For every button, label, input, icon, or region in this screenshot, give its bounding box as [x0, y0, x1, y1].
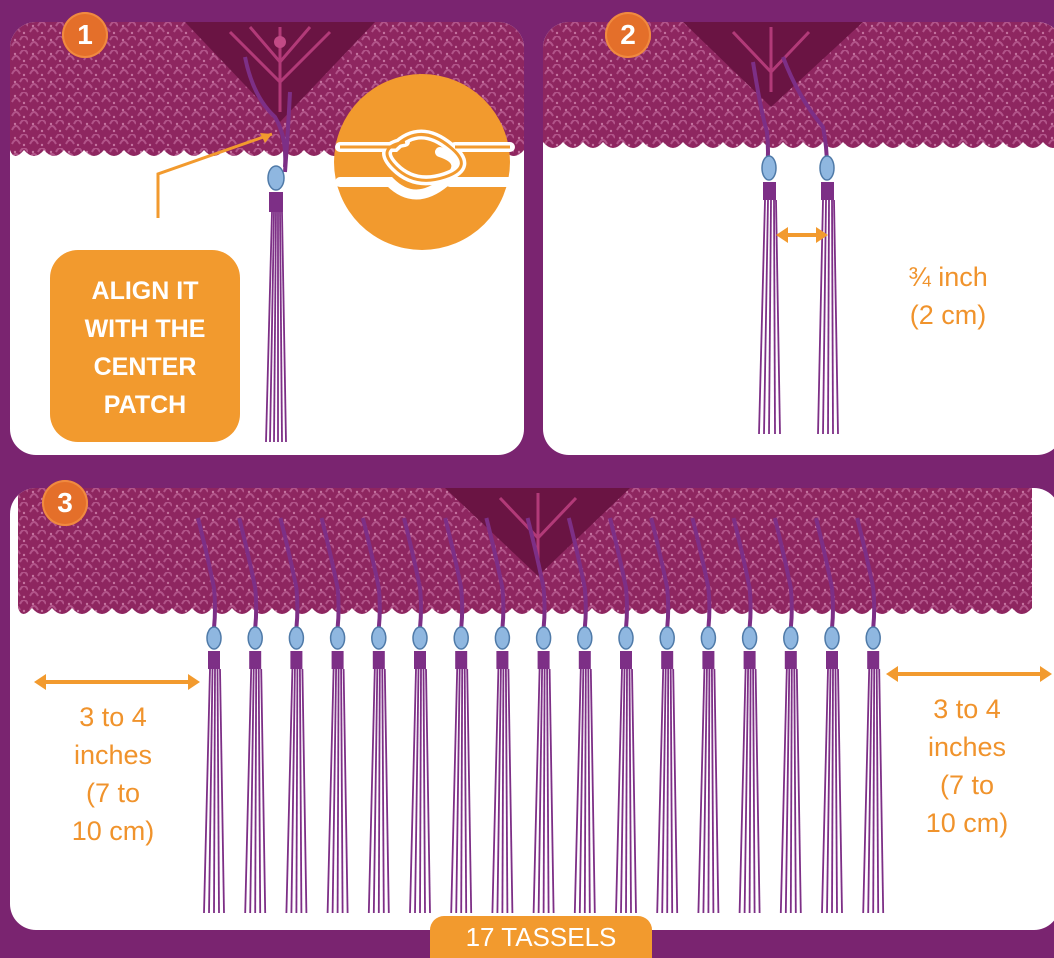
left-measure-line: (7 to	[48, 774, 178, 812]
step-2-badge: 2	[605, 12, 651, 58]
tassel-bead	[495, 627, 509, 649]
align-callout: ALIGN IT WITH THE CENTER PATCH	[50, 250, 240, 442]
right-measure-line: 3 to 4	[902, 690, 1032, 728]
left-margin-arrow	[34, 674, 200, 690]
tassel-count-label: 17 TASSELS	[430, 916, 652, 958]
align-callout-text: ALIGN IT WITH THE CENTER PATCH	[70, 272, 220, 424]
step-1-number: 1	[77, 19, 93, 51]
tassel-count-text: 17 TASSELS	[466, 922, 617, 953]
tassel-bead	[331, 627, 345, 649]
right-measure-line: inches	[902, 728, 1032, 766]
spacing-measurement: ¾ inch (2 cm)	[873, 258, 1023, 334]
tassel-bead	[413, 627, 427, 649]
right-measure-line: (7 to	[902, 766, 1032, 804]
tassel-bead	[660, 627, 674, 649]
tassel-bead	[784, 627, 798, 649]
tassel-bead	[268, 166, 284, 190]
tassel-bead	[578, 627, 592, 649]
tassel-bead	[537, 627, 551, 649]
tassel-bead	[619, 627, 633, 649]
square-knot-icon	[334, 74, 510, 250]
tassel-bead	[248, 627, 262, 649]
tassel-bead	[372, 627, 386, 649]
step-3-number: 3	[57, 487, 73, 519]
left-measure-line: inches	[48, 736, 178, 774]
right-margin-arrow	[886, 666, 1052, 682]
tassel-strands	[266, 212, 286, 442]
step-1-badge: 1	[62, 12, 108, 58]
tassel-bead	[743, 627, 757, 649]
tassel-bead	[701, 627, 715, 649]
step-2-panel: ¾ inch (2 cm)	[543, 22, 1054, 455]
tassel-bead	[207, 627, 221, 649]
double-arrow-icon	[776, 227, 828, 243]
step-2-illustration	[543, 22, 1054, 455]
step-2-number: 2	[620, 19, 636, 51]
step-3-panel: 3 to 4 inches (7 to 10 cm) 3 to 4 inches…	[10, 488, 1054, 930]
tassel-bead	[289, 627, 303, 649]
tassel-bead	[825, 627, 839, 649]
left-margin-measurement: 3 to 4 inches (7 to 10 cm)	[48, 698, 178, 850]
spacing-inches: ¾ inch	[873, 258, 1023, 296]
left-measure-line: 10 cm)	[48, 812, 178, 850]
right-margin-measurement: 3 to 4 inches (7 to 10 cm)	[902, 690, 1032, 842]
tassel-bead	[866, 627, 880, 649]
spacing-cm: (2 cm)	[873, 296, 1023, 334]
tassel-bead	[454, 627, 468, 649]
left-measure-line: 3 to 4	[48, 698, 178, 736]
step-3-badge: 3	[42, 480, 88, 526]
right-measure-line: 10 cm)	[902, 804, 1032, 842]
step-1-panel: ALIGN IT WITH THE CENTER PATCH	[10, 22, 524, 455]
